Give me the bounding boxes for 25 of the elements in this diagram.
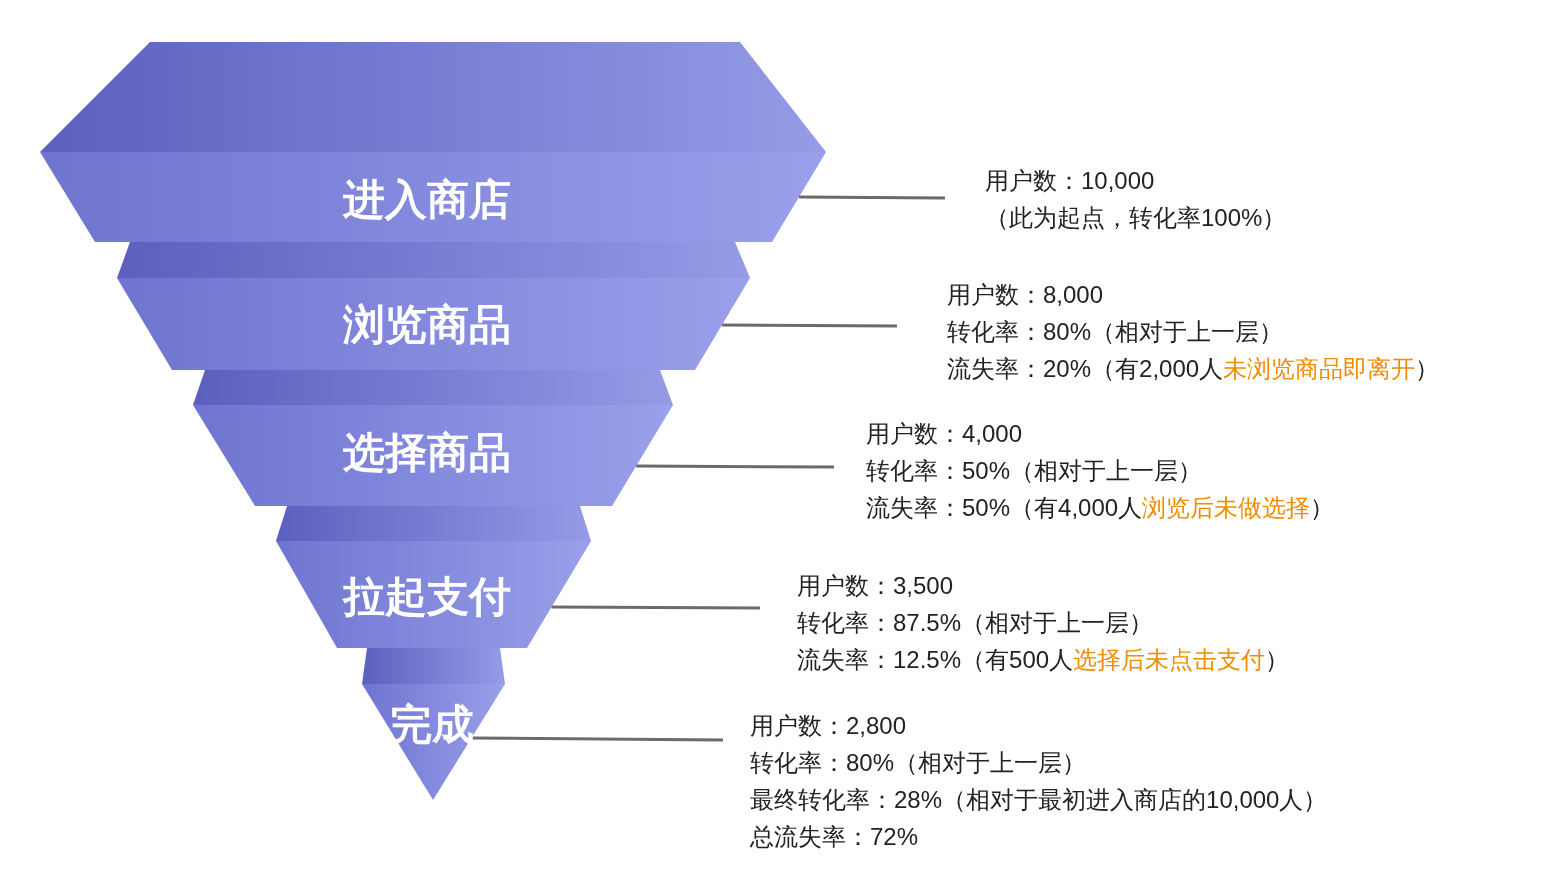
info-text: 流失率：50%（有4,000人浏览后未做选择） xyxy=(866,493,1335,523)
leader-line xyxy=(551,605,760,610)
info-text: 最终转化率：28%（相对于最初进入商店的10,000人） xyxy=(750,785,1328,815)
info-text: 转化率：80%（相对于上一层） xyxy=(750,748,1087,778)
leader-line xyxy=(471,736,723,742)
info-text: （此为起点，转化率100%） xyxy=(985,203,1287,233)
info-text: 用户数：8,000 xyxy=(947,280,1104,310)
info-text: 用户数：3,500 xyxy=(797,571,954,601)
stage-label: 进入商店 xyxy=(343,179,511,221)
info-text: 流失率：20%（有2,000人未浏览商品即离开） xyxy=(947,354,1440,384)
leader-line xyxy=(799,195,945,200)
info-text: 转化率：50%（相对于上一层） xyxy=(866,456,1203,486)
info-text: 用户数：10,000 xyxy=(985,166,1155,196)
info-text: 流失率：12.5%（有500人选择后未点击支付） xyxy=(797,645,1290,675)
stage-label: 选择商品 xyxy=(343,432,511,474)
leader-line xyxy=(721,323,897,328)
info-text: 转化率：80%（相对于上一层） xyxy=(947,317,1284,347)
info-text: 用户数：2,800 xyxy=(750,711,907,741)
stage-label: 拉起支付 xyxy=(343,576,511,618)
stage-label: 浏览商品 xyxy=(343,304,511,346)
info-text: 总流失率：72% xyxy=(750,822,919,852)
leader-line xyxy=(636,464,834,469)
info-text: 用户数：4,000 xyxy=(866,419,1023,449)
stage-label: 完成 xyxy=(390,704,474,746)
info-text: 转化率：87.5%（相对于上一层） xyxy=(797,608,1154,638)
